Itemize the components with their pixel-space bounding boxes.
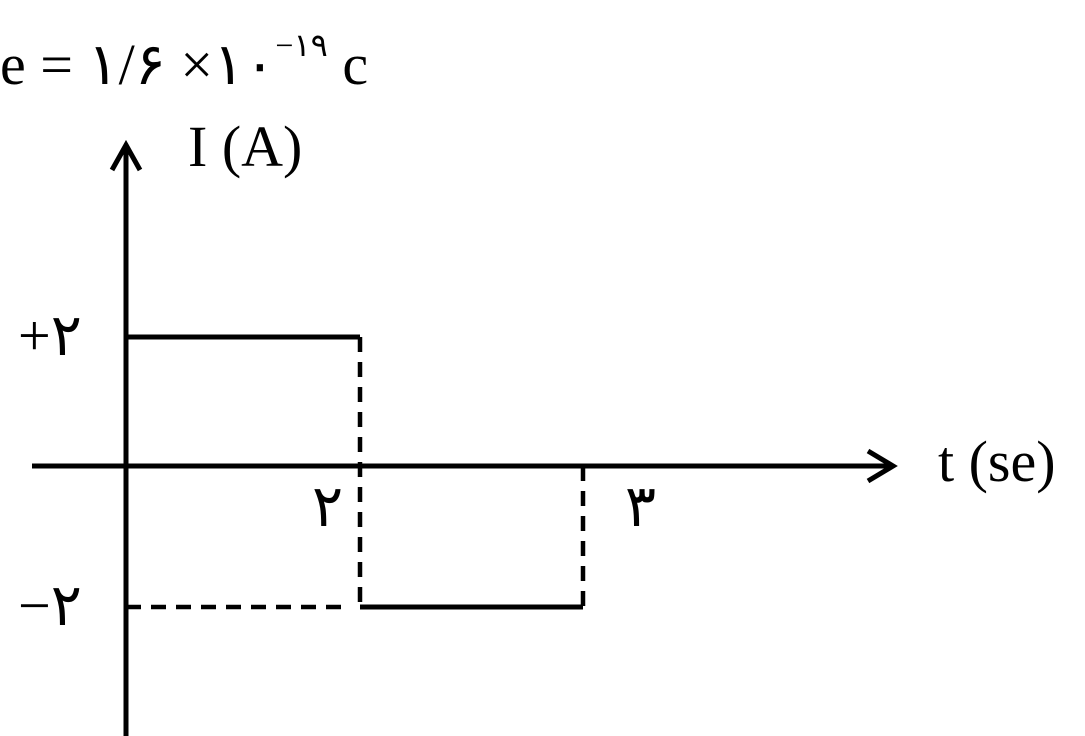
y-axis-arrow-icon (109, 139, 143, 172)
formula-mantissa: ۱/۶ (87, 32, 166, 97)
elementary-charge-formula: e = ۱/۶ ×۱۰−۱۹ c (0, 0, 368, 110)
y-tick-label: −۲ (18, 573, 82, 638)
formula-lhs: e = (0, 32, 88, 97)
x-axis-label: t (se) (938, 429, 1056, 494)
x-axis-arrow-icon (866, 448, 898, 484)
y-tick-label: +۲ (18, 303, 82, 368)
x-tick-label: ۲ (312, 474, 344, 539)
formula-times: ×۱۰ (165, 32, 276, 97)
formula-unit: c (327, 32, 369, 97)
y-axis-label: I (A) (188, 114, 303, 179)
formula-exponent: −۱۹ (275, 27, 328, 63)
x-tick-label: ۳ (625, 474, 657, 539)
